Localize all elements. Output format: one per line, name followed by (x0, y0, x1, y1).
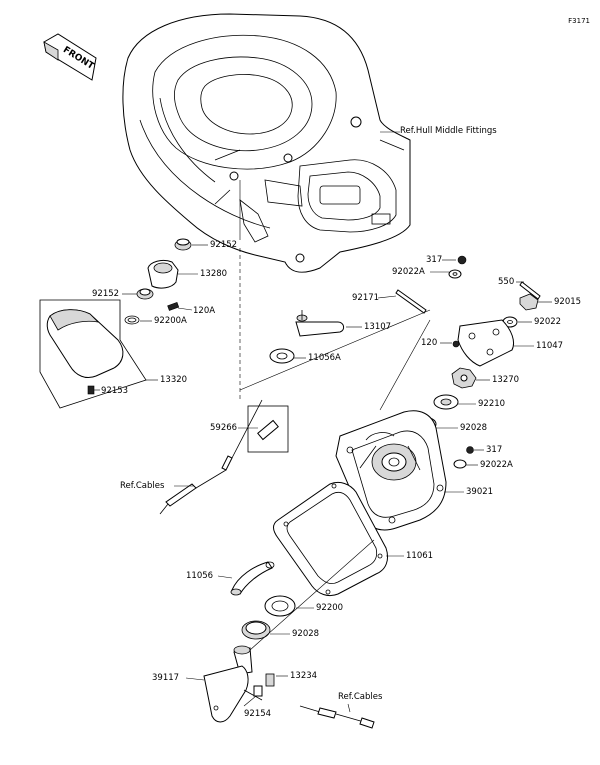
part-92152-second (122, 288, 154, 300)
part-92154 (243, 685, 263, 707)
label-13234: 13234 (290, 671, 318, 681)
part-92200A (124, 315, 152, 325)
part-13270 (451, 367, 490, 389)
part-13234 (265, 673, 288, 687)
label-39021: 39021 (466, 487, 494, 497)
part-39021 (335, 410, 464, 531)
label-39117: 39117 (152, 673, 180, 683)
label-13280: 13280 (200, 269, 228, 279)
label-92200: 92200 (316, 603, 344, 613)
part-92022A-lower (453, 459, 478, 469)
label-11047: 11047 (536, 341, 564, 351)
part-550 (516, 281, 541, 300)
part-11056 (217, 561, 275, 596)
label-92152-b: 92152 (92, 289, 120, 299)
part-317-lower (466, 446, 484, 454)
label-11056: 11056 (186, 571, 214, 581)
label-120: 120 (421, 338, 438, 348)
part-92152-top (174, 238, 208, 251)
label-317-a: 317 (426, 255, 443, 265)
label-59266: 59266 (210, 423, 238, 433)
label-ref-cables-2: Ref.Cables (338, 692, 383, 702)
label-13270: 13270 (492, 375, 520, 385)
cable-left (159, 399, 263, 515)
figure-code: F3171 (568, 17, 590, 25)
label-92022: 92022 (534, 317, 562, 327)
label-11056A: 11056A (308, 353, 341, 363)
part-11047 (457, 319, 534, 367)
label-92022A-b: 92022A (480, 460, 513, 470)
front-arrow-badge: FRONT (43, 33, 97, 81)
cable-lower (299, 703, 375, 729)
part-11061 (273, 481, 404, 597)
part-120A (167, 302, 193, 311)
label-120A: 120A (193, 306, 216, 316)
label-13107: 13107 (364, 322, 392, 332)
label-92200A: 92200A (154, 316, 187, 326)
label-317-b: 317 (486, 445, 503, 455)
label-92171: 92171 (352, 293, 380, 303)
part-92210 (433, 394, 476, 410)
label-ref-cables-1: Ref.Cables (120, 481, 165, 491)
label-92153: 92153 (101, 386, 129, 396)
label-11061: 11061 (406, 551, 434, 561)
part-92028-lower (241, 620, 290, 640)
label-550: 550 (498, 277, 515, 287)
part-92200 (264, 595, 314, 617)
label-92015: 92015 (554, 297, 582, 307)
part-13107 (295, 310, 362, 337)
part-92022A-top (430, 269, 462, 279)
part-59266 (238, 405, 289, 453)
part-11056A (269, 348, 306, 364)
part-13320-box (39, 299, 158, 409)
label-13320: 13320 (160, 375, 188, 385)
label-92210: 92210 (478, 399, 506, 409)
part-92171 (377, 289, 427, 314)
part-39117 (185, 645, 263, 723)
label-ref-hull: Ref.Hull Middle Fittings (400, 126, 497, 136)
part-92015 (519, 293, 552, 311)
hull-middle-fitting (122, 13, 411, 273)
label-92028-a: 92028 (460, 423, 488, 433)
part-120 (440, 340, 460, 348)
part-13280 (147, 259, 198, 289)
part-317-top (442, 255, 467, 265)
label-92154: 92154 (244, 709, 272, 719)
label-92152-a: 92152 (210, 240, 238, 250)
label-92022A-a: 92022A (392, 267, 425, 277)
label-92028-b: 92028 (292, 629, 320, 639)
